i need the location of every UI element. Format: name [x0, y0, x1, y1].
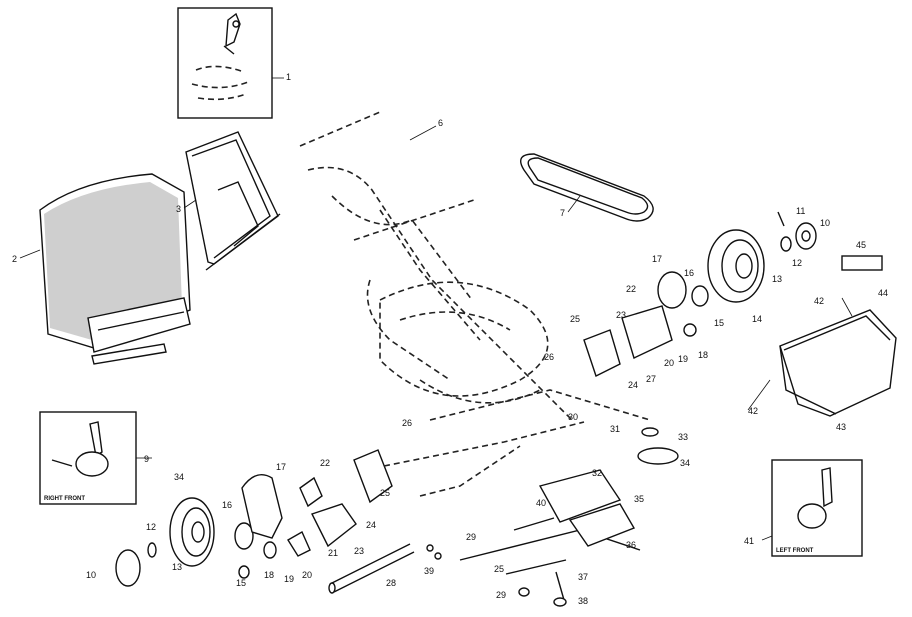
callout: 7	[560, 208, 565, 218]
callout: 12	[792, 258, 802, 268]
callout: 41	[744, 536, 754, 546]
callout: 13	[772, 274, 782, 284]
callout: 24	[366, 520, 376, 530]
callout: 16	[684, 268, 694, 278]
bag-frame	[185, 131, 281, 271]
callout: 10	[820, 218, 830, 228]
callout: 14	[752, 314, 762, 324]
inset-left-front-caption: LEFT FRONT	[776, 548, 814, 554]
callout: 35	[634, 494, 644, 504]
callout: 23	[616, 310, 626, 320]
callout: 28	[386, 578, 396, 588]
lower-drive-components	[383, 421, 679, 607]
callout: 11	[796, 206, 805, 216]
callout: 20	[302, 570, 312, 580]
grass-bag	[39, 173, 191, 365]
callout: 22	[320, 458, 330, 468]
callout: 13	[172, 562, 182, 572]
callout: 21	[328, 548, 338, 558]
front-left-drive-parts	[241, 449, 393, 557]
callout: 6	[438, 118, 443, 128]
wheel-hardware-right	[583, 211, 817, 377]
callout: 44	[878, 288, 888, 298]
callout: 17	[652, 254, 662, 264]
callout: 40	[536, 498, 546, 508]
callout: 29	[466, 532, 476, 542]
callout: 26	[544, 352, 554, 362]
callout: 17	[276, 462, 286, 472]
leader-lines	[19, 77, 853, 541]
drive-belt	[520, 153, 654, 222]
callout-labels: 1 2 3 6 7 11 10 12 13 14 15 16 17 22 23 …	[12, 72, 888, 606]
callout: 1	[286, 72, 291, 82]
inset-right-front: RIGHT FRONT	[39, 411, 137, 505]
callout: 24	[628, 380, 638, 390]
discharge-chute	[779, 255, 897, 417]
callout: 27	[646, 374, 656, 384]
callout: 42	[748, 406, 758, 416]
inset-handle-detail	[177, 7, 273, 119]
callout: 26	[402, 418, 412, 428]
axle-rod	[328, 543, 415, 594]
handle-assembly-outline	[299, 111, 651, 421]
inset-right-front-caption: RIGHT FRONT	[44, 496, 85, 502]
callout: 43	[836, 422, 846, 432]
callout: 3	[176, 204, 181, 214]
wheel-front-left	[115, 497, 277, 587]
callout: 34	[680, 458, 690, 468]
callout: 25	[380, 488, 390, 498]
callout: 36	[626, 540, 636, 550]
callout: 38	[578, 596, 588, 606]
inset-left-front: LEFT FRONT	[771, 459, 863, 557]
callout: 45	[856, 240, 866, 250]
callout: 22	[626, 284, 636, 294]
callout: 15	[714, 318, 724, 328]
callout: 33	[678, 432, 688, 442]
callout: 20	[664, 358, 674, 368]
callout: 31	[610, 424, 620, 434]
callout: 9	[144, 454, 149, 464]
callout: 19	[678, 354, 688, 364]
callout: 34	[174, 472, 184, 482]
callout: 19	[284, 574, 294, 584]
wheel-rear-right	[707, 229, 765, 303]
callout: 16	[222, 500, 232, 510]
callout: 2	[12, 254, 17, 264]
callout: 18	[264, 570, 274, 580]
callout: 12	[146, 522, 156, 532]
callout: 15	[236, 578, 246, 588]
callout: 42	[814, 296, 824, 306]
callout: 30	[568, 412, 578, 422]
callout: 18	[698, 350, 708, 360]
callout: 32	[592, 468, 602, 478]
callout: 25	[570, 314, 580, 324]
callout: 29	[496, 590, 506, 600]
callout: 23	[354, 546, 364, 556]
callout: 37	[578, 572, 588, 582]
callout: 39	[424, 566, 434, 576]
callout: 25	[494, 564, 504, 574]
callout: 10	[86, 570, 96, 580]
